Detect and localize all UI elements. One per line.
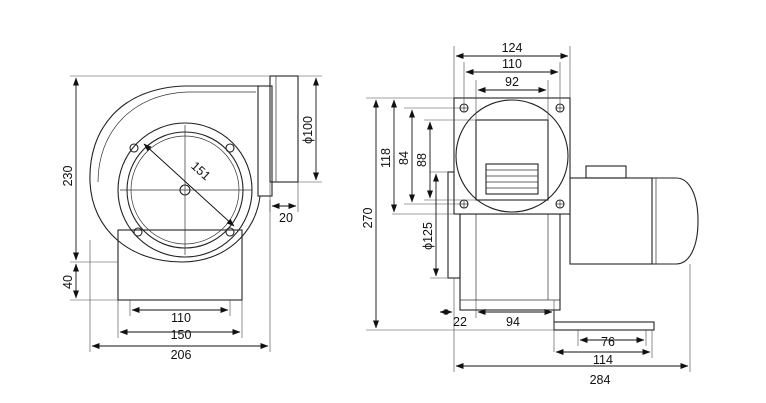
- outlet-flange-face: [453, 97, 571, 215]
- dim-label-20: 20: [279, 211, 293, 225]
- flange-opening: [455, 99, 569, 213]
- dim-label-151: 151: [188, 159, 213, 183]
- dim-label-110-side: 110: [502, 57, 522, 71]
- dim-label-84: 84: [397, 151, 411, 165]
- motor-end-cap: [652, 177, 699, 265]
- flange-bolt-icon: [555, 199, 565, 209]
- dim-label-phi100: ϕ100: [301, 116, 315, 144]
- mount-hole-icon: [133, 227, 143, 237]
- scroll-housing: [89, 85, 266, 263]
- mounting-foot: [553, 321, 655, 331]
- motor-body: [569, 177, 653, 265]
- dim-label-206: 206: [171, 348, 192, 362]
- dim-label-40: 40: [61, 275, 75, 289]
- dim-label-110-front: 110: [171, 311, 191, 325]
- side-view: 124 110 92 270 118 84 88 ϕ125 22 94 76 1…: [361, 41, 699, 387]
- dim-label-150: 150: [171, 328, 192, 342]
- dim-label-230: 230: [61, 166, 75, 187]
- front-view: 230 40 ϕ100 20 151 110 150 206: [61, 75, 322, 362]
- housing-side: [459, 213, 561, 311]
- front-base: [117, 229, 243, 301]
- dim-line-151: [143, 143, 235, 227]
- terminal-box: [585, 165, 627, 179]
- mount-hole-icon: [129, 143, 139, 153]
- dim-label-92: 92: [505, 75, 519, 89]
- dim-label-88: 88: [415, 153, 429, 167]
- dim-label-phi125: ϕ125: [421, 222, 435, 250]
- flange-bolt-icon: [459, 103, 469, 113]
- impeller-blades: [485, 163, 539, 195]
- dim-label-76: 76: [601, 335, 615, 349]
- dim-label-270: 270: [361, 208, 375, 229]
- scroll-inner-line: [97, 91, 256, 183]
- dim-label-118: 118: [379, 148, 393, 168]
- mount-hole-icon: [225, 143, 235, 153]
- flange-inner-frame: [475, 119, 549, 201]
- flange-bolt-icon: [459, 199, 469, 209]
- dim-label-124: 124: [502, 41, 523, 55]
- dim-label-94: 94: [506, 315, 520, 329]
- mount-hole-icon: [225, 227, 235, 237]
- dim-label-284: 284: [590, 373, 611, 387]
- outlet-flange: [269, 75, 299, 183]
- dim-label-114: 114: [593, 353, 613, 367]
- outlet-duct: [257, 85, 273, 197]
- dim-label-22: 22: [453, 315, 467, 329]
- flange-bolt-icon: [555, 103, 565, 113]
